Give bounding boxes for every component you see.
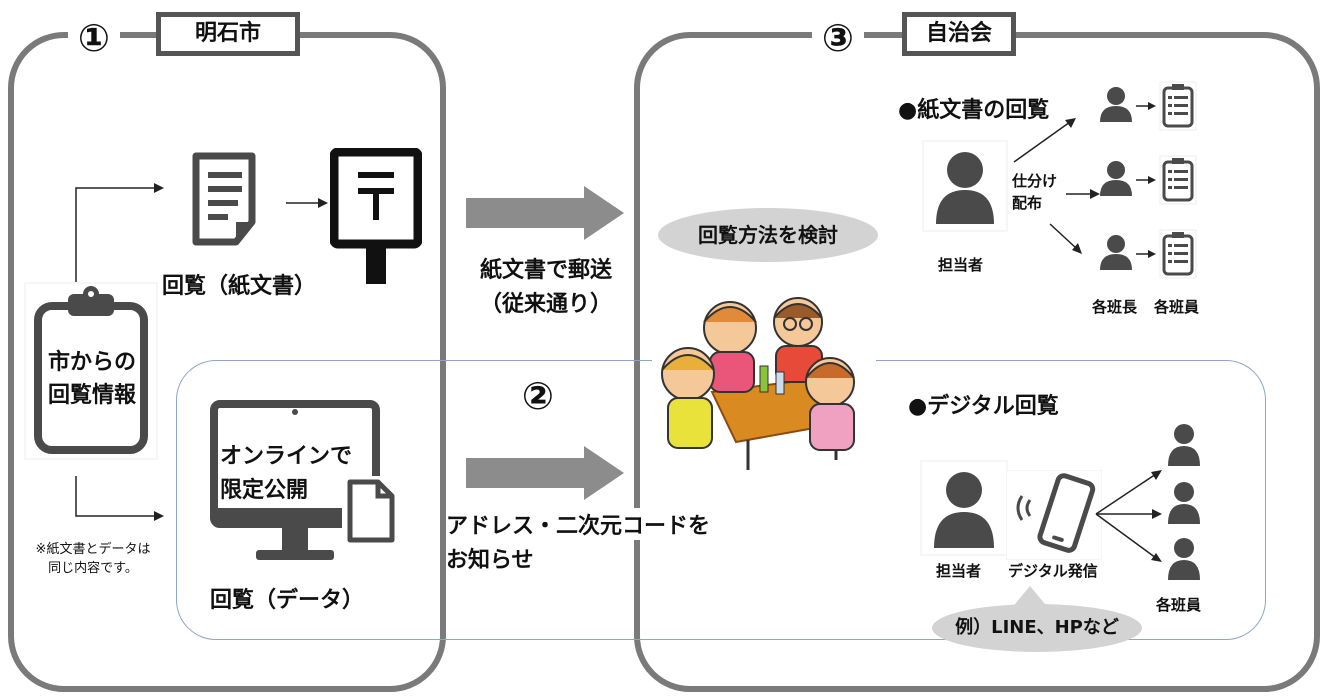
paper-caption: 回覧（紙文書）	[162, 274, 317, 299]
person-icon-digital	[920, 460, 1008, 556]
section-1-title: 明石市	[156, 12, 300, 56]
person-icon	[922, 140, 1008, 232]
sort-label-2: 配布	[1012, 194, 1043, 212]
mail-label-1: 紙文書で郵送	[479, 258, 612, 283]
member-label-top: 各班員	[1154, 298, 1200, 316]
smartphone-icon	[1006, 470, 1102, 560]
member-icons-digital	[1160, 420, 1210, 590]
member-label-bottom: 各班員	[1156, 596, 1202, 614]
person-label-bottom: 担当者	[936, 562, 982, 580]
data-caption: 回覧（データ）	[210, 588, 365, 613]
notify-label-1: アドレス・二次元コードを	[446, 508, 711, 540]
broadcast-arrows	[1095, 470, 1162, 562]
mailbox-icon	[330, 148, 422, 286]
same-content-note-2: 同じ内容です。	[48, 561, 138, 576]
section-3-number: ③	[812, 14, 864, 64]
example-label: 例）LINE、HPなど	[932, 604, 1142, 652]
sort-label-1: 仕分け	[1012, 172, 1058, 190]
online-label-2: 限定公開	[220, 478, 309, 503]
meeting-illustration	[652, 282, 876, 472]
file-icon	[342, 476, 400, 548]
paper-heading: ●紙文書の回覧	[898, 98, 1050, 123]
discuss-label: 回覧方法を検討	[658, 208, 878, 262]
section-3-title: 自治会	[902, 12, 1016, 56]
distribution-arrows	[1013, 118, 1100, 254]
person-label-top: 担当者	[938, 256, 984, 274]
digital-heading: ●デジタル回覧	[908, 394, 1059, 419]
leader-member-rows	[1096, 74, 1206, 294]
leader-label: 各班長	[1092, 298, 1138, 316]
section-2-number: ②	[521, 374, 555, 418]
mail-label-2: （従来通り）	[479, 292, 612, 317]
notify-arrow	[466, 446, 624, 500]
doc-to-mailbox-arrow	[286, 198, 328, 208]
monitor-icon	[210, 400, 380, 580]
online-label-1: オンラインで	[220, 444, 353, 469]
send-label: デジタル発信	[1008, 562, 1098, 580]
source-label-1: 市からの	[47, 350, 136, 375]
notify-label-2: お知らせ	[446, 548, 534, 573]
document-icon	[190, 150, 270, 250]
branch-connectors	[75, 183, 164, 521]
same-content-note-1: ※紙文書とデータは	[35, 542, 151, 557]
section-1-number: ①	[68, 14, 120, 64]
clipboard-icon	[24, 282, 158, 460]
source-label-2: 回覧情報	[47, 383, 136, 408]
mail-arrow	[466, 186, 624, 240]
